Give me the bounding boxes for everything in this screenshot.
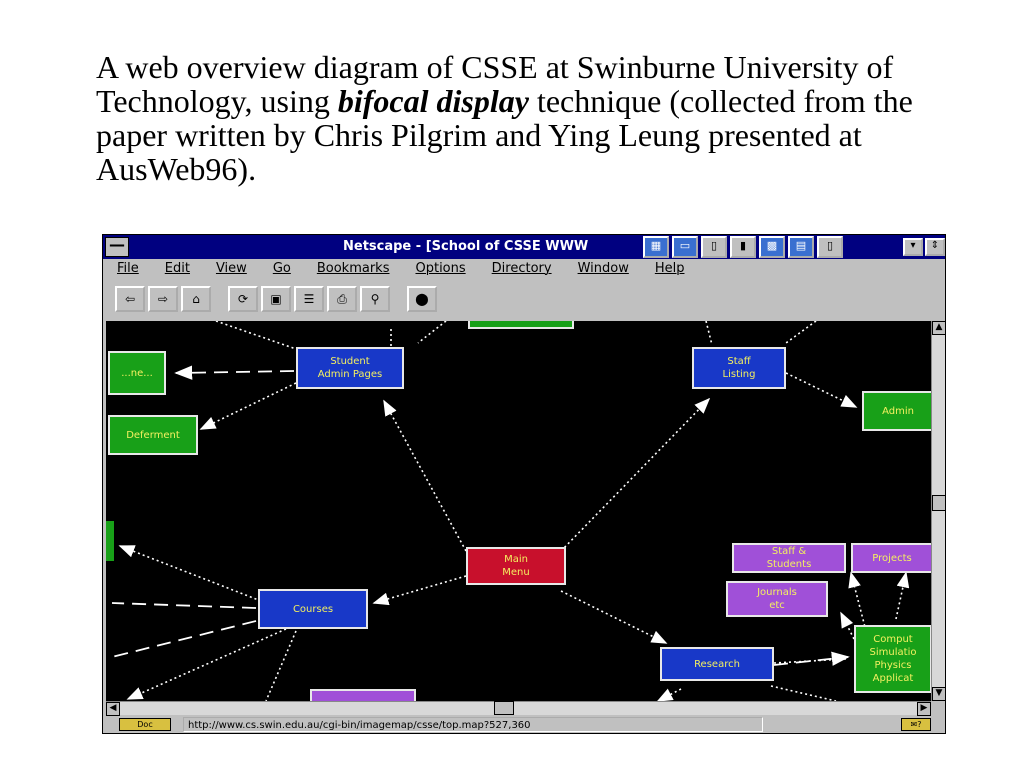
taskbar-icons: ▦ ▭ ▯ ▮ ▩ ▤ ▯ bbox=[643, 236, 843, 258]
node-label: Students bbox=[766, 559, 812, 570]
netscape-window: — Netscape - [School of CSSE WWW ▦ ▭ ▯ ▮… bbox=[102, 234, 946, 734]
forward-icon[interactable]: ⇨ bbox=[148, 286, 178, 312]
diagram-node-admin[interactable]: Admin bbox=[862, 391, 931, 431]
app-icon[interactable]: ▭ bbox=[672, 236, 698, 258]
node-label: Admin bbox=[882, 405, 914, 417]
restore-button[interactable]: ⇕ bbox=[925, 238, 945, 256]
node-label: Comput bbox=[873, 634, 913, 645]
menu-window[interactable]: Window bbox=[577, 261, 629, 276]
security-key-icon: Doc bbox=[119, 718, 171, 731]
node-label: Main bbox=[504, 554, 528, 565]
diagram-node-research[interactable]: Research bbox=[660, 647, 774, 681]
find-icon[interactable]: ⚲ bbox=[360, 286, 390, 312]
scroll-left-icon[interactable]: ◀ bbox=[106, 702, 120, 716]
menu-edit[interactable]: Edit bbox=[164, 261, 190, 276]
app-icon[interactable]: ▤ bbox=[788, 236, 814, 258]
title-bar[interactable]: — Netscape - [School of CSSE WWW ▦ ▭ ▯ ▮… bbox=[103, 235, 945, 259]
diagram-node-computing[interactable]: Comput Simulatio Physics Applicat bbox=[854, 625, 931, 693]
menu-help[interactable]: Help bbox=[654, 261, 685, 276]
menu-options[interactable]: Options bbox=[415, 261, 466, 276]
dotted-links bbox=[118, 321, 910, 701]
node-label: Courses bbox=[292, 603, 334, 615]
node-label: Listing bbox=[722, 369, 756, 380]
diagram-node-top[interactable] bbox=[468, 321, 574, 329]
diagram-node-journals[interactable]: Journals etc bbox=[726, 581, 828, 617]
diagram-links bbox=[111, 321, 910, 701]
window-title: Netscape - [School of CSSE WWW bbox=[343, 239, 589, 254]
node-label: Simulatio bbox=[869, 647, 917, 658]
app-icon[interactable]: ▯ bbox=[701, 236, 727, 258]
node-label: Menu bbox=[502, 567, 530, 578]
app-icon[interactable]: ▩ bbox=[759, 236, 785, 258]
menu-directory[interactable]: Directory bbox=[491, 261, 552, 276]
menu-bar: File Edit View Go Bookmarks Options Dire… bbox=[103, 259, 945, 279]
status-url: http://www.cs.swin.edu.au/cgi-bin/imagem… bbox=[183, 717, 763, 732]
stop-icon[interactable]: ⬤ bbox=[407, 286, 437, 312]
vertical-scroll-thumb[interactable] bbox=[932, 495, 946, 511]
caption-text: A web overview diagram of CSSE at Swinbu… bbox=[96, 50, 986, 186]
diagram-node-courses[interactable]: Courses bbox=[258, 589, 368, 629]
back-icon[interactable]: ⇦ bbox=[115, 286, 145, 312]
diagram-node-left1[interactable]: ...ne... bbox=[108, 351, 166, 395]
diagram-node-student[interactable]: Student Admin Pages bbox=[296, 347, 404, 389]
scroll-down-icon[interactable]: ▼ bbox=[932, 687, 946, 701]
toolbar: ⇦ ⇨ ⌂ ⟳ ▣ ☰ ⎙ ⚲ ⬤ bbox=[103, 281, 945, 317]
mail-icon[interactable]: ✉? bbox=[901, 718, 931, 731]
minimize-button[interactable]: ▾ bbox=[903, 238, 923, 256]
reload-icon[interactable]: ⟳ bbox=[228, 286, 258, 312]
app-icon[interactable]: ▦ bbox=[643, 236, 669, 258]
node-label: Student bbox=[330, 356, 370, 367]
diagram-node-projects[interactable]: Projects bbox=[851, 543, 931, 573]
node-label: Journals bbox=[757, 587, 797, 598]
caption-emphasis: bifocal display bbox=[337, 83, 529, 119]
scroll-right-icon[interactable]: ▶ bbox=[917, 702, 931, 716]
node-label: Staff & bbox=[771, 546, 807, 557]
diagram-node-staff[interactable]: Staff Listing bbox=[692, 347, 786, 389]
node-label: Deferment bbox=[126, 429, 180, 441]
node-label: Projects bbox=[872, 552, 912, 564]
caption-part: technique (collected from the paper writ… bbox=[96, 83, 913, 187]
diagram-node-left3[interactable] bbox=[106, 521, 114, 561]
caption-part: A web overview diagram of CSSE at Swinbu… bbox=[96, 49, 894, 119]
node-label: Applicat bbox=[872, 673, 914, 684]
node-label: ...ne... bbox=[121, 367, 153, 379]
menu-file[interactable]: File bbox=[117, 261, 139, 276]
menu-go[interactable]: Go bbox=[272, 261, 291, 276]
diagram-canvas[interactable]: Student Admin Pages Staff Listing Main M… bbox=[106, 321, 931, 701]
diagram-node-main-menu[interactable]: Main Menu bbox=[466, 547, 566, 585]
node-label: Admin Pages bbox=[317, 369, 383, 380]
scroll-up-icon[interactable]: ▲ bbox=[932, 321, 946, 335]
node-label: Physics bbox=[874, 660, 912, 671]
open-icon[interactable]: ☰ bbox=[294, 286, 324, 312]
vertical-scrollbar[interactable]: ▲ ▼ bbox=[931, 321, 946, 701]
dashed-links bbox=[111, 365, 850, 666]
menu-bookmarks[interactable]: Bookmarks bbox=[316, 261, 390, 276]
home-icon[interactable]: ⌂ bbox=[181, 286, 211, 312]
horizontal-scroll-thumb[interactable] bbox=[494, 701, 514, 715]
menu-view[interactable]: View bbox=[215, 261, 247, 276]
diagram-node-bottom[interactable] bbox=[310, 689, 416, 701]
status-bar: Doc http://www.cs.swin.edu.au/cgi-bin/im… bbox=[103, 717, 945, 733]
node-label: Staff bbox=[727, 356, 751, 367]
app-icon[interactable]: ▮ bbox=[730, 236, 756, 258]
node-label: etc bbox=[769, 600, 785, 611]
system-menu-button[interactable]: — bbox=[105, 237, 129, 257]
print-icon[interactable]: ⎙ bbox=[327, 286, 357, 312]
diagram-node-staff-students[interactable]: Staff & Students bbox=[732, 543, 846, 573]
node-label: Research bbox=[694, 658, 740, 670]
app-icon[interactable]: ▯ bbox=[817, 236, 843, 258]
diagram-node-left2[interactable]: Deferment bbox=[108, 415, 198, 455]
images-icon[interactable]: ▣ bbox=[261, 286, 291, 312]
horizontal-scrollbar[interactable]: ◀ ▶ bbox=[106, 701, 931, 716]
